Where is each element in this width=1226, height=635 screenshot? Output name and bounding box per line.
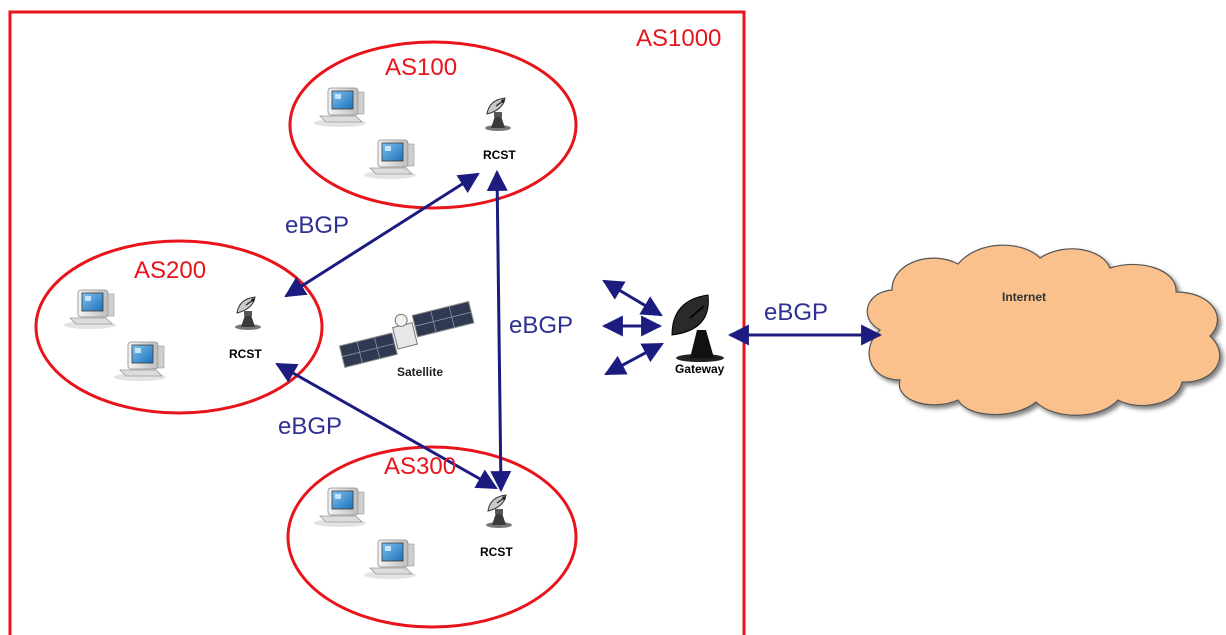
- as1000-boundary: [8, 10, 746, 635]
- computer-icon: [363, 139, 417, 180]
- internet-label: Internet: [1002, 290, 1046, 304]
- computer-icon: [63, 289, 117, 330]
- as100-label: AS100: [385, 54, 457, 81]
- as1000-label: AS1000: [636, 25, 721, 52]
- as200-label: AS200: [134, 257, 206, 284]
- satellite-icon: [338, 300, 475, 368]
- rcst-bottom-label: RCST: [480, 545, 513, 559]
- link-as100-as300: [486, 169, 512, 493]
- satellite-label: Satellite: [397, 365, 443, 379]
- computer-icon: [113, 341, 167, 382]
- ebgp-label-gateway-internet: eBGP: [764, 299, 828, 326]
- as300-label: AS300: [384, 453, 456, 480]
- gateway-dish-icon: [671, 294, 724, 362]
- link-as200-as300: [275, 362, 498, 490]
- computer-icon: [313, 87, 367, 128]
- internet-cloud: [866, 244, 1221, 416]
- ebgp-label-bottom-left: eBGP: [278, 413, 342, 440]
- as200-ellipse: [34, 239, 324, 415]
- computer-icon: [313, 487, 367, 528]
- rcst-dish-icon: [484, 97, 512, 132]
- link-satellite-gateway-upper: [602, 279, 663, 317]
- rcst-top-label: RCST: [483, 148, 516, 162]
- link-satellite-gateway-lower: [604, 342, 664, 376]
- computer-icon: [363, 539, 417, 580]
- ebgp-label-center: eBGP: [509, 312, 573, 339]
- ebgp-label-top-left: eBGP: [285, 212, 349, 239]
- rcst-left-label: RCST: [229, 347, 262, 361]
- gateway-label: Gateway: [675, 362, 725, 376]
- link-as100-as200: [284, 172, 480, 298]
- rcst-dish-icon: [234, 296, 262, 331]
- rcst-dish-icon: [485, 494, 513, 529]
